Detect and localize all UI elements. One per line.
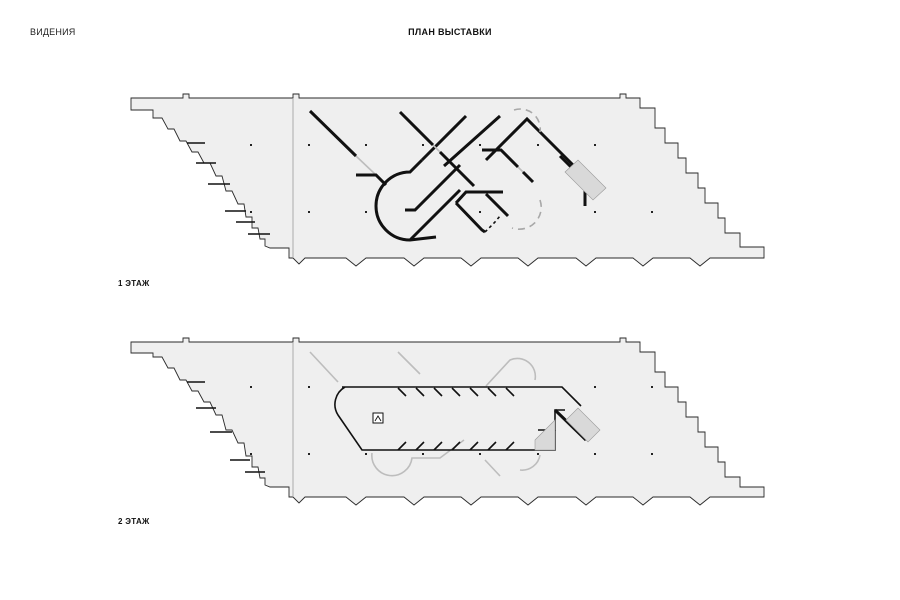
floor-1-exhibition-walls: [308, 108, 587, 242]
elevator-icon: [372, 412, 384, 424]
floor-2-gallery: [334, 386, 588, 451]
floor-2-plan: [130, 337, 765, 506]
floor-2-columns: [250, 386, 653, 455]
project-name: ВИДЕНИЯ: [30, 27, 76, 37]
floor-2-label: 2 ЭТАЖ: [118, 517, 150, 526]
floor-1-columns: [250, 144, 653, 213]
floor-2-window-slits: [187, 381, 265, 473]
floor-1-plan: [130, 93, 765, 267]
floor-2-stair: [534, 407, 601, 451]
floor-1-window-slits: [187, 142, 270, 235]
floor-2-below-outline: [309, 351, 541, 477]
sheet-title: ПЛАН ВЫСТАВКИ: [408, 27, 492, 37]
floor-2-slab: [130, 337, 765, 506]
floor-1-slab: [130, 93, 765, 267]
floor-1-label: 1 ЭТАЖ: [118, 279, 150, 288]
floor-1-stair: [564, 159, 607, 201]
